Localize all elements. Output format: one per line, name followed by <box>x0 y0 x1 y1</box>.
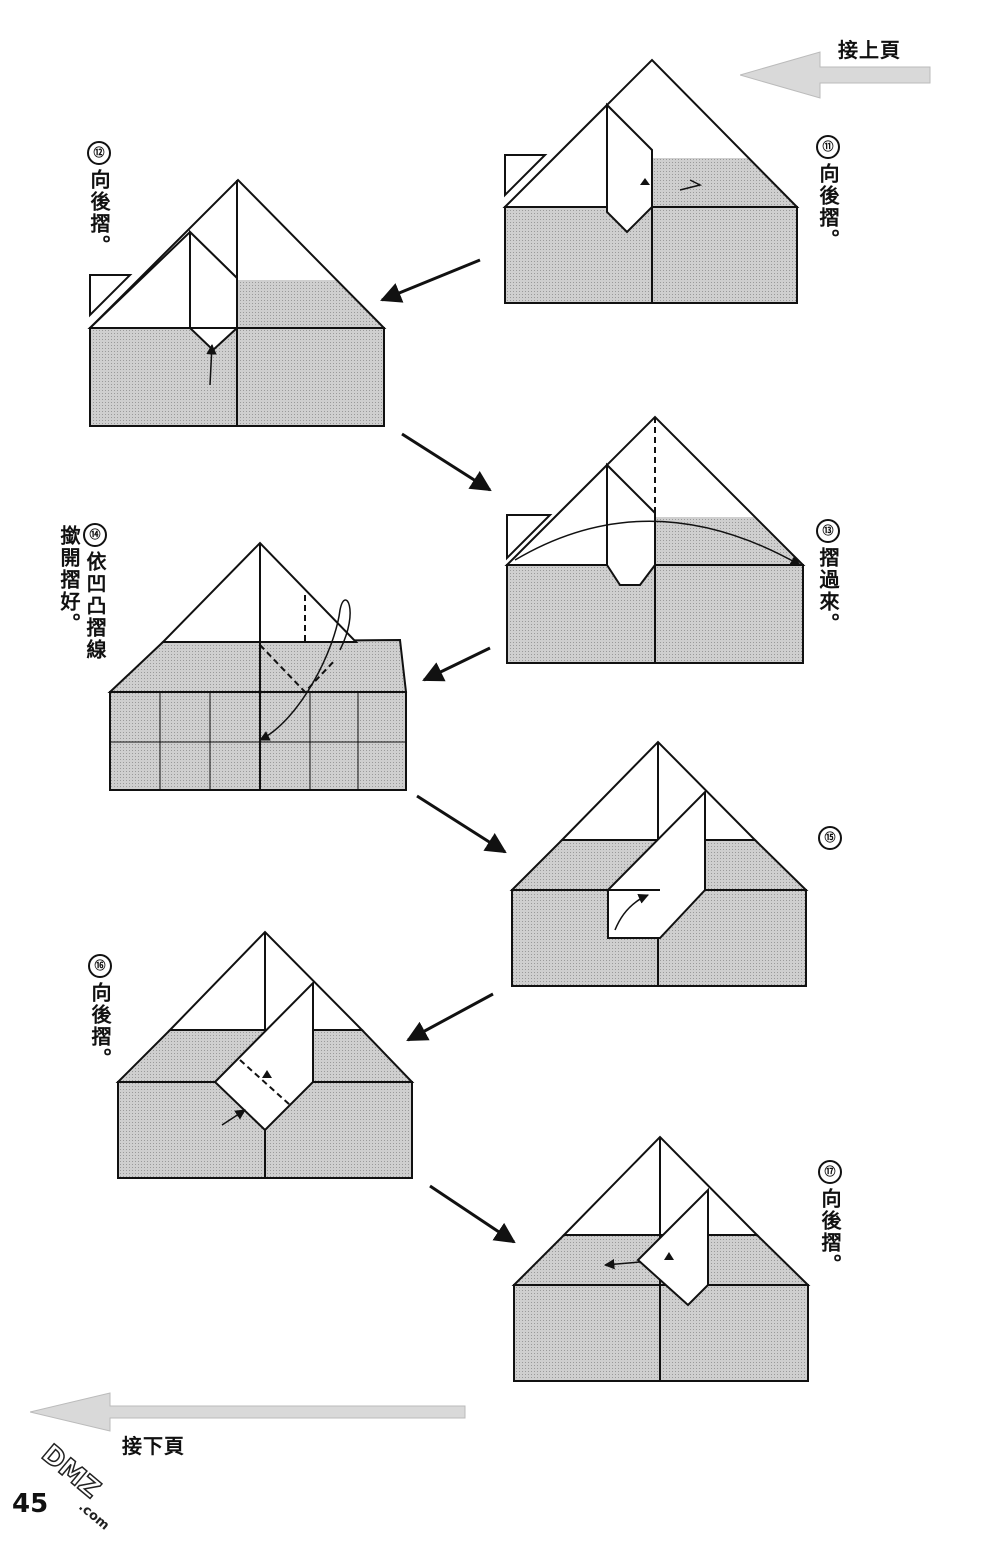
svg-text:.com: .com <box>75 1499 112 1533</box>
step-instruction-line-2: 撳開摺好。 <box>57 525 81 635</box>
step-number: ⑰ <box>818 1160 842 1184</box>
step-13-caption: ⑬ 摺過來。 <box>816 519 840 639</box>
flow-arrow-15-to-16 <box>406 992 494 1042</box>
flow-arrow-11-to-12 <box>380 258 481 303</box>
step-instruction: 摺過來。 <box>816 547 840 635</box>
continued-from-previous-arrow-icon[interactable] <box>740 50 935 100</box>
figure-step-17 <box>511 1135 811 1382</box>
step-11-caption: ⑪ 向後摺。 <box>816 135 840 255</box>
page-number: 45 <box>12 1489 49 1519</box>
step-number: ⑫ <box>87 141 111 165</box>
flow-arrow-14-to-15 <box>416 794 507 854</box>
step-instruction-line-1: 依凹凸摺線 <box>83 551 107 661</box>
step-number: ⑯ <box>88 954 112 978</box>
flow-arrow-12-to-13 <box>401 432 492 492</box>
step-14-caption: ⑭ 依凹凸摺線 撳開摺好。 <box>57 523 107 665</box>
step-number: ⑮ <box>818 826 842 850</box>
flow-arrow-13-to-14 <box>422 646 491 682</box>
svg-text:DMZ: DMZ <box>36 1439 106 1505</box>
continue-to-next-arrow-icon[interactable] <box>30 1392 470 1432</box>
step-instruction: 向後摺。 <box>818 1188 842 1276</box>
continue-to-next-label: 接下頁 <box>122 1434 185 1458</box>
flow-arrow-16-to-17 <box>429 1184 516 1244</box>
continued-from-previous-label: 接上頁 <box>838 38 901 62</box>
watermark-logo-icon: DMZ .com <box>35 1438 112 1533</box>
figure-step-11 <box>502 58 800 304</box>
step-instruction: 向後摺。 <box>87 169 111 257</box>
step-17-caption: ⑰ 向後摺。 <box>818 1160 842 1280</box>
step-12-caption: ⑫ 向後摺。 <box>87 141 111 261</box>
step-number: ⑪ <box>816 135 840 159</box>
figure-step-14 <box>107 541 408 791</box>
step-instruction: 向後摺。 <box>88 982 112 1070</box>
step-instruction: 向後摺。 <box>816 163 840 251</box>
flow-arrows <box>380 258 516 1244</box>
figure-step-13 <box>504 415 806 664</box>
step-number: ⑭ <box>83 523 107 547</box>
figure-step-16 <box>115 930 415 1179</box>
step-16-caption: ⑯ 向後摺。 <box>88 954 112 1074</box>
step-15-caption: ⑮ <box>818 826 842 854</box>
step-number: ⑬ <box>816 519 840 543</box>
figure-step-15 <box>509 740 809 987</box>
figure-step-12 <box>87 178 387 427</box>
